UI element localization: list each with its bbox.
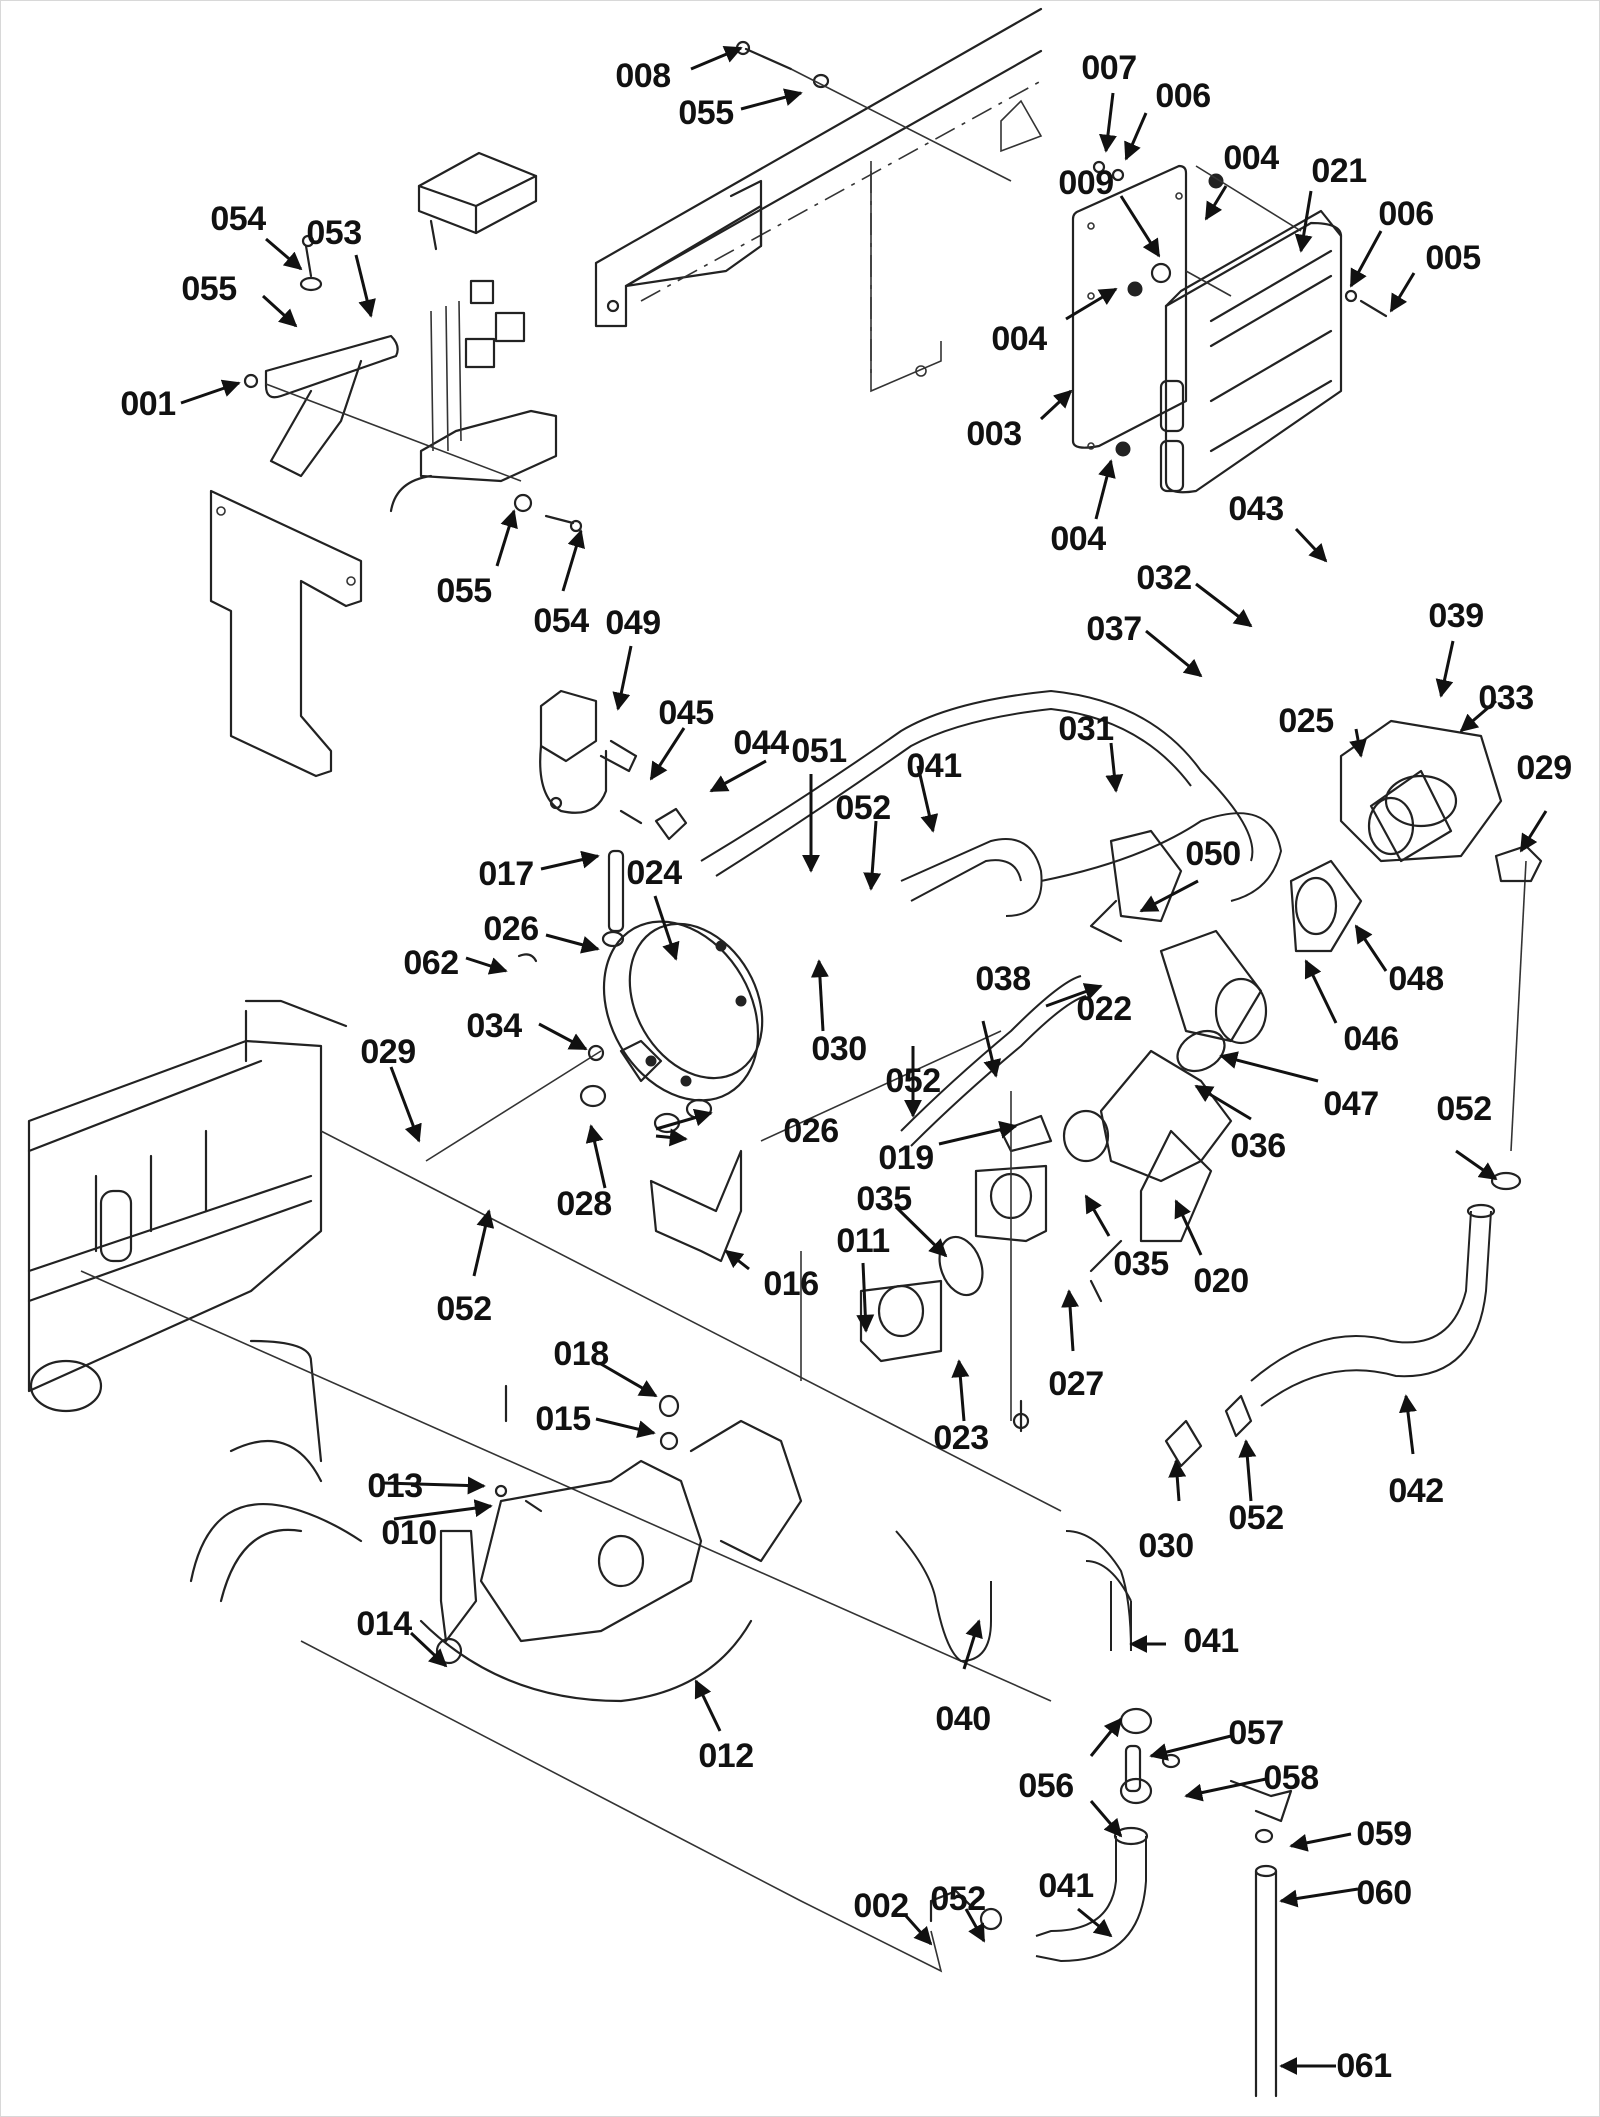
leader-lines [180,45,1548,2075]
lower-hoses [300,1530,1293,2098]
callout-047: 047 [1323,1085,1379,1123]
callout-043: 043 [1228,490,1284,528]
callout-057: 057 [1228,1714,1284,1752]
callout-026: 026 [783,1112,839,1150]
bracket-053 [209,234,583,778]
ecu-bracket-plate [1071,164,1188,450]
callout-028: 028 [556,1185,612,1223]
callout-052: 052 [885,1062,941,1100]
screw-008 [735,40,1012,182]
callout-013: 013 [367,1467,423,1505]
callout-033: 033 [1478,679,1534,717]
callout-030: 030 [811,1030,867,1068]
callout-012: 012 [698,1737,754,1775]
callout-007: 007 [1081,49,1137,87]
callout-056: 056 [1018,1767,1074,1805]
callout-006: 006 [1155,77,1211,115]
regulator [425,849,764,1162]
callout-046: 046 [1343,1020,1399,1058]
callout-044: 044 [733,724,789,762]
callout-018: 018 [553,1335,609,1373]
callout-045: 045 [658,694,714,732]
callout-050: 050 [1185,835,1241,873]
callout-052: 052 [835,789,891,827]
callout-020: 020 [1193,1262,1249,1300]
callout-052: 052 [1228,1499,1284,1537]
callout-034: 034 [466,1007,522,1045]
hoses [700,689,1283,1147]
hose-042 [1164,1171,1522,1468]
callout-055: 055 [181,270,237,308]
callout-038: 038 [975,960,1031,998]
callout-003: 003 [966,415,1022,453]
callout-029: 029 [360,1033,416,1071]
callout-010: 010 [381,1514,437,1552]
callout-060: 060 [1356,1874,1412,1912]
callout-049: 049 [605,604,661,642]
callout-005: 005 [1425,239,1481,277]
callout-042: 042 [1388,1472,1444,1510]
callout-052: 052 [930,1880,986,1918]
callout-054: 054 [533,602,589,640]
callout-021: 021 [1311,152,1367,190]
relay-box [389,151,558,513]
callout-040: 040 [935,1700,991,1738]
callout-025: 025 [1278,702,1334,740]
callout-041: 041 [1183,1622,1239,1660]
callout-058: 058 [1263,1759,1319,1797]
callout-048: 048 [1388,960,1444,998]
callout-052: 052 [1436,1090,1492,1128]
callout-027: 027 [1048,1365,1104,1403]
callout-016: 016 [763,1265,819,1303]
mounting-rail [594,7,1043,393]
callout-053: 053 [306,214,362,252]
callout-006: 006 [1378,195,1434,233]
callout-011: 011 [836,1222,890,1260]
callout-031: 031 [1058,710,1114,748]
callout-059: 059 [1356,1815,1412,1853]
callout-035: 035 [1113,1245,1169,1283]
callout-061: 061 [1336,2047,1392,2085]
intake-manifold [189,1384,803,1703]
callout-035: 035 [856,1180,912,1218]
callout-030: 030 [1138,1527,1194,1565]
callout-055: 055 [678,94,734,132]
callout-009: 009 [1058,164,1114,202]
callout-015: 015 [535,1400,591,1438]
callout-004: 004 [1223,139,1279,177]
callout-041: 041 [906,747,962,785]
callout-014: 014 [356,1605,412,1643]
ecu-module [1092,160,1388,494]
callout-004: 004 [991,320,1047,358]
callout-051: 051 [791,732,847,770]
callout-002: 002 [853,1887,909,1925]
callout-036: 036 [1230,1127,1286,1165]
callout-022: 022 [1076,990,1132,1028]
callout-032: 032 [1136,559,1192,597]
engine-block [27,999,1062,1702]
callout-062: 062 [403,944,459,982]
callout-017: 017 [478,855,534,893]
callout-004: 004 [1050,520,1106,558]
callout-001: 001 [120,385,176,423]
solenoid-valve [539,689,688,841]
callout-055: 055 [436,572,492,610]
callout-008: 008 [615,57,671,95]
callout-029: 029 [1516,749,1572,787]
callout-039: 039 [1428,597,1484,635]
callout-041: 041 [1038,1867,1094,1905]
callout-019: 019 [878,1139,934,1177]
callout-052: 052 [436,1290,492,1328]
callout-026: 026 [483,910,539,948]
callout-024: 024 [626,854,682,892]
callout-023: 023 [933,1419,989,1457]
callout-037: 037 [1086,610,1142,648]
throttle-body-assembly [760,719,1543,1433]
callout-054: 054 [210,200,266,238]
